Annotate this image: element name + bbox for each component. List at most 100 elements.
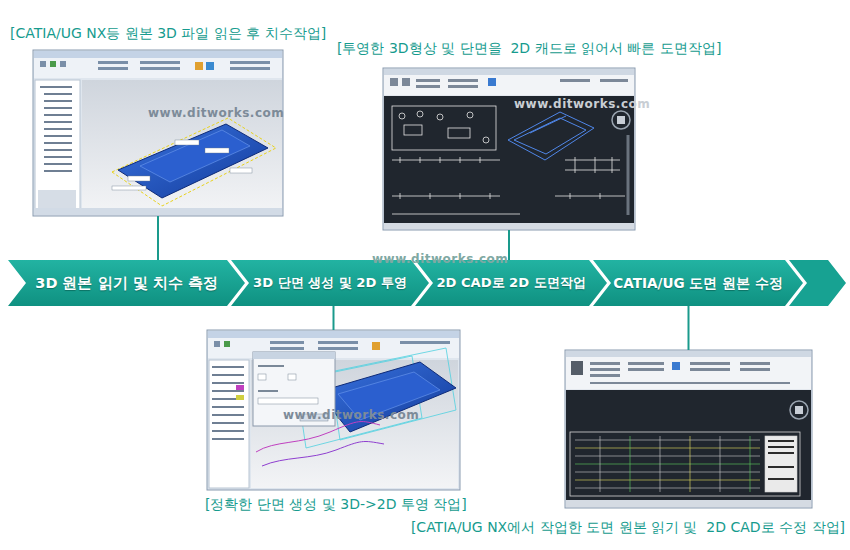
drawing-line xyxy=(720,436,721,492)
drawing-rect xyxy=(448,128,470,138)
drawing-rect xyxy=(140,61,180,64)
drawing-rect xyxy=(740,362,770,365)
drawing-line xyxy=(430,193,431,199)
chevron-fill xyxy=(8,260,245,306)
drawing-rect xyxy=(617,116,625,124)
watermark: www.ditworks.com xyxy=(372,252,508,266)
drawing-rect xyxy=(112,186,146,190)
drawing-rect xyxy=(40,61,46,67)
screenshot-box: [CATIA/UG NX등 원본 3D 파일 읽은 후 치수작업] xyxy=(33,50,283,216)
drawing-rect xyxy=(212,406,244,408)
drawing-circle xyxy=(467,112,473,118)
leader-line xyxy=(157,216,159,260)
chevron-fill xyxy=(415,260,607,306)
drawing-line xyxy=(530,116,566,133)
drawing-rect xyxy=(628,368,664,371)
drawing-rect xyxy=(253,352,335,359)
process-step: CATIA/UG 도면 원본 수정 xyxy=(593,260,803,306)
drawing-rect xyxy=(40,86,72,88)
drawing-rect xyxy=(768,466,794,468)
drawing-circle xyxy=(612,111,630,129)
drawing-rect xyxy=(566,357,811,389)
process-step: 3D 원본 읽기 및 치수 측정 xyxy=(8,260,245,306)
drawing-rect xyxy=(50,61,56,67)
drawing-rect xyxy=(44,170,72,172)
drawing-rect xyxy=(44,135,72,137)
drawing-g xyxy=(768,440,794,480)
drawing-line xyxy=(575,448,760,449)
drawing-rect xyxy=(35,80,80,214)
drawing-rect xyxy=(44,163,72,165)
step-label: 3D 원본 읽기 및 치수 측정 xyxy=(35,274,217,292)
drawing-rect xyxy=(208,338,459,358)
drawing-rect xyxy=(212,414,244,416)
drawing-rect xyxy=(212,422,244,424)
drawing-line xyxy=(660,436,661,492)
drawing-rect xyxy=(768,446,794,448)
drawing-rect xyxy=(44,156,72,158)
drawing-rect xyxy=(38,190,76,210)
watermark: www.ditworks.com xyxy=(514,97,650,111)
drawing-rect xyxy=(212,438,244,440)
drawing-rect xyxy=(195,62,203,70)
caption-text: [CATIA/UG NX에서 작업한 도면 원본 읽기 및 2D CAD로 수정… xyxy=(411,519,845,536)
drawing-g xyxy=(212,366,244,440)
drawing-rect xyxy=(400,341,450,344)
drawing-rect xyxy=(590,362,620,365)
drawing-rect xyxy=(590,368,620,371)
drawing-line xyxy=(490,193,491,199)
drawing-g xyxy=(390,78,628,88)
step-label: 3D 단면 생성 및 2D 투영 xyxy=(253,274,407,292)
drawing-rect xyxy=(207,330,460,490)
drawing-line xyxy=(440,157,441,163)
drawing-rect xyxy=(390,78,398,86)
drawing-g xyxy=(214,341,450,350)
caption-text: [투영한 3D형상 및 단면을 2D 캐드로 읽어서 빠른 도면작업] xyxy=(337,40,721,57)
drawing-rect xyxy=(33,50,283,216)
drawing-rect xyxy=(795,406,803,414)
drawing-line xyxy=(420,157,421,163)
drawing-rect xyxy=(34,58,282,78)
drawing-rect xyxy=(98,67,128,70)
drawing-rect xyxy=(44,149,72,151)
drawing-rect xyxy=(448,79,478,82)
drawing-rect xyxy=(318,341,358,344)
drawing-rect xyxy=(740,368,770,371)
drawing-rect xyxy=(768,440,794,442)
drawing-rect xyxy=(765,436,797,492)
watermark: www.ditworks.com xyxy=(148,106,284,120)
drawing-line xyxy=(400,157,401,163)
drawing-line xyxy=(750,436,751,492)
drawing-line xyxy=(595,157,596,173)
drawing-rect xyxy=(212,390,244,392)
drawing-rect xyxy=(566,500,811,507)
drawing-rect xyxy=(230,61,270,64)
drawing-rect xyxy=(98,61,128,64)
drawing-line xyxy=(575,440,760,441)
drawing-rect xyxy=(206,62,214,70)
drawing-rect xyxy=(590,374,620,377)
drawing-line xyxy=(575,472,760,473)
drawing-g xyxy=(508,112,594,160)
drawing-rect xyxy=(372,342,380,350)
drawing-rect xyxy=(270,341,304,344)
drawing-line xyxy=(392,160,500,161)
drawing-g xyxy=(400,157,612,199)
drawing-circle xyxy=(790,401,808,419)
leader-line xyxy=(333,306,335,330)
drawing-rect xyxy=(212,382,244,384)
drawing-rect xyxy=(230,67,270,70)
drawing-line xyxy=(630,436,631,492)
step-label: 2D CAD로 2D 도면작업 xyxy=(436,274,585,292)
drawing-rect xyxy=(44,128,72,130)
drawing-rect xyxy=(384,69,634,75)
drawing-rect xyxy=(34,51,282,58)
drawing-line xyxy=(575,480,760,481)
drawing-rect xyxy=(209,360,249,488)
drawing-rect xyxy=(214,341,220,347)
drawing-g xyxy=(112,140,252,190)
drawing-rect xyxy=(690,362,730,365)
drawing-rect xyxy=(236,385,244,390)
drawing-rect xyxy=(208,331,459,338)
